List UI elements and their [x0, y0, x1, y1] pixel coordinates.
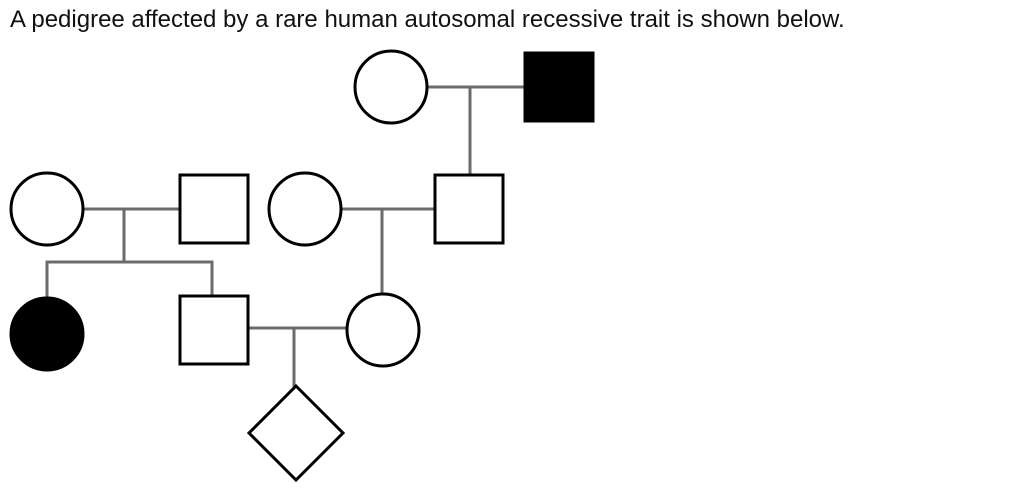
individual-i-2-affected-square: [523, 51, 595, 123]
individual-iv-1-unaffected-diamond: [246, 383, 346, 483]
individual-iii-1-affected-circle: [9, 296, 85, 372]
question-text: A pedigree affected by a rare human auto…: [10, 6, 845, 33]
individual-ii-3-unaffected-circle: [267, 171, 343, 247]
individual-iii-2-unaffected-square: [178, 294, 250, 366]
individual-i-1-unaffected-circle: [353, 49, 429, 125]
individual-ii-2-unaffected-square: [178, 173, 250, 245]
individual-ii-4-unaffected-square: [433, 173, 505, 245]
individual-ii-1-unaffected-circle: [9, 171, 85, 247]
individual-iii-3-unaffected-circle: [345, 292, 421, 368]
